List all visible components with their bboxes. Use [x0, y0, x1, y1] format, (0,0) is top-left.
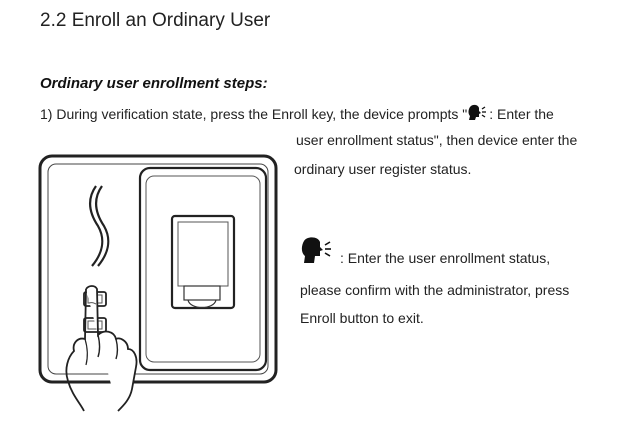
prompt-line3: Enroll button to exit.	[300, 310, 424, 326]
fingerprint-device-illustration	[38, 150, 283, 425]
step1-line1-before: 1) During verification state, press the …	[40, 106, 468, 122]
steps-title: Ordinary user enrollment steps:	[40, 75, 268, 92]
prompt-line1-text: : Enter the user enrollment status,	[340, 250, 551, 266]
section-heading: 2.2 Enroll an Ordinary User	[40, 10, 271, 31]
step1-line2: user enrollment status", then device ent…	[296, 132, 578, 148]
step1-line1: 1) During verification state, press the …	[40, 104, 554, 125]
step1-line3: ordinary user register status.	[294, 161, 472, 177]
speaking-head-icon	[467, 104, 489, 125]
prompt-line2: please confirm with the administrator, p…	[300, 282, 570, 298]
prompt-line1: : Enter the user enrollment status,	[300, 236, 550, 269]
step1-line1-after: : Enter the	[489, 106, 554, 122]
speaking-head-icon	[300, 236, 340, 269]
pressing-hand-illustration	[58, 285, 138, 420]
